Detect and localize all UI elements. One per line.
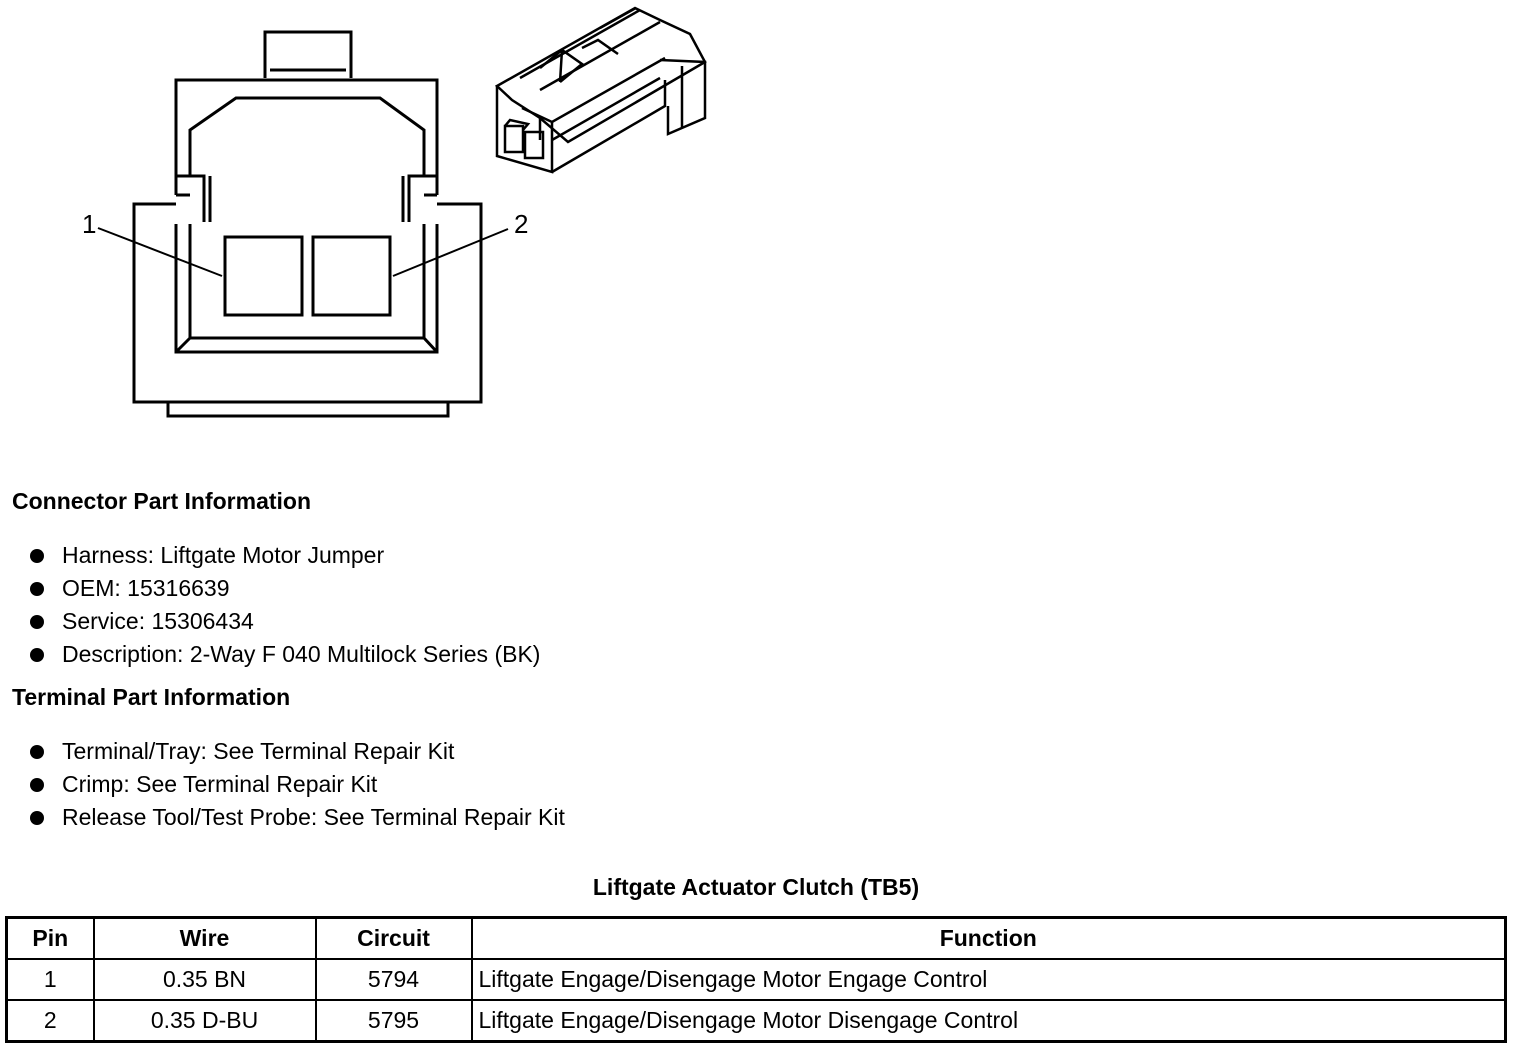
table-header-row: Pin Wire Circuit Function	[5, 916, 1507, 960]
cell-function: Liftgate Engage/Disengage Motor Disengag…	[470, 999, 1507, 1043]
list-item: OEM: 15316639	[30, 572, 540, 605]
table-title: Liftgate Actuator Clutch (TB5)	[592, 874, 920, 900]
bullet-icon	[30, 648, 44, 662]
cell-function: Liftgate Engage/Disengage Motor Engage C…	[470, 958, 1507, 1001]
list-item: Description: 2-Way F 040 Multilock Serie…	[30, 638, 540, 671]
table-row: 2 0.35 D-BU 5795 Liftgate Engage/Disenga…	[5, 999, 1507, 1043]
column-header-pin: Pin	[5, 916, 95, 960]
terminal-part-info-heading: Terminal Part Information	[12, 684, 291, 710]
list-item: Release Tool/Test Probe: See Terminal Re…	[30, 801, 565, 834]
pin-2-leader-line	[392, 228, 509, 277]
bullet-icon	[30, 549, 44, 563]
cell-pin: 1	[5, 958, 95, 1001]
cell-circuit: 5795	[314, 999, 473, 1043]
cell-wire: 0.35 D-BU	[92, 999, 317, 1043]
bullet-icon	[30, 745, 44, 759]
column-header-circuit: Circuit	[314, 916, 473, 960]
bullet-icon	[30, 778, 44, 792]
list-item: Terminal/Tray: See Terminal Repair Kit	[30, 735, 565, 768]
cell-pin: 2	[5, 999, 95, 1043]
pin-1-label: 1	[82, 209, 96, 239]
connector-face-view: 1 2	[82, 30, 528, 418]
bullet-icon	[30, 811, 44, 825]
connector-diagram: 1 2	[82, 6, 707, 418]
terminal-cavity-1	[223, 235, 304, 317]
list-item: Service: 15306434	[30, 605, 540, 638]
pin-1-leader-line	[97, 227, 223, 277]
cell-wire: 0.35 BN	[92, 958, 317, 1001]
terminal-part-info-list: Terminal/Tray: See Terminal Repair Kit C…	[30, 735, 565, 834]
connector-part-info-list: Harness: Liftgate Motor Jumper OEM: 1531…	[30, 539, 540, 671]
terminal-cavity-2	[311, 235, 392, 317]
cell-circuit: 5794	[314, 958, 473, 1001]
bullet-icon	[30, 582, 44, 596]
list-item: Crimp: See Terminal Repair Kit	[30, 768, 565, 801]
pinout-table: Pin Wire Circuit Function 1 0.35 BN 5794…	[5, 916, 1507, 1043]
connector-isometric-view	[494, 6, 707, 174]
connector-part-info-heading: Connector Part Information	[12, 488, 312, 514]
column-header-wire: Wire	[92, 916, 317, 960]
table-row: 1 0.35 BN 5794 Liftgate Engage/Disengage…	[5, 958, 1507, 1001]
column-header-function: Function	[470, 916, 1507, 960]
bullet-icon	[30, 615, 44, 629]
list-item: Harness: Liftgate Motor Jumper	[30, 539, 540, 572]
pin-2-label: 2	[514, 209, 528, 239]
